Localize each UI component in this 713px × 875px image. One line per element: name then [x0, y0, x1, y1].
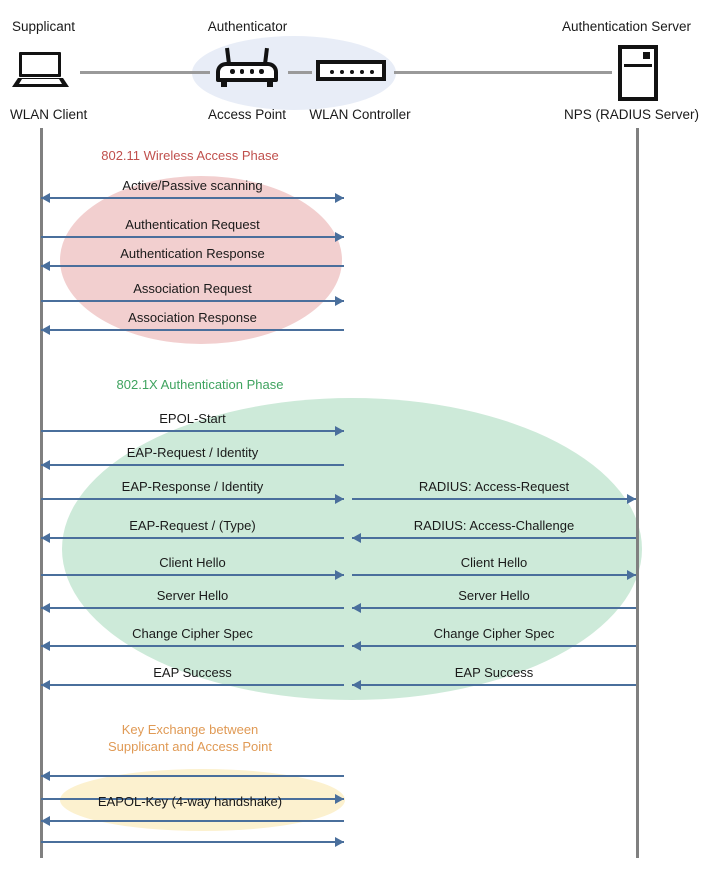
msg-dot1x-right-2: RADIUS: Access-Request [418, 479, 570, 494]
arrow-dot1x-left-2 [41, 498, 344, 500]
arrow-dot1x-right-6-head [352, 641, 361, 651]
msg-dot1x-left-6: Change Cipher Spec [132, 626, 253, 641]
arrow-key-2-head [41, 816, 50, 826]
lifeline-supplicant [40, 128, 43, 858]
arrow-key-3 [41, 841, 344, 843]
wlan-controller-icon [316, 60, 386, 81]
arrow-dot1x-left-4 [41, 574, 344, 576]
msg-dot1x-left-1: EAP-Request / Identity [126, 445, 259, 460]
arrow-80211-4 [41, 329, 344, 331]
arrow-key-2 [41, 820, 344, 822]
wire-controller-nps [394, 71, 612, 74]
arrow-dot1x-left-0-head [335, 426, 344, 436]
phase-label-key-exchange-line2: Supplicant and Access Point [107, 738, 273, 754]
server-icon [618, 45, 658, 101]
arrow-dot1x-left-7 [41, 684, 344, 686]
arrow-dot1x-left-4-head [335, 570, 344, 580]
arrow-dot1x-left-6 [41, 645, 344, 647]
arrow-dot1x-left-5 [41, 607, 344, 609]
msg-80211-0: Active/Passive scanning [122, 178, 263, 193]
actor-wlan-controller-device: WLAN Controller [309, 107, 411, 122]
phase-ellipse-wireless-access [60, 176, 342, 344]
arrow-key-1-head [335, 794, 344, 804]
msg-80211-2: Authentication Response [120, 246, 265, 261]
arrow-80211-4-head [41, 325, 50, 335]
wire-ap-controller [288, 71, 312, 74]
arrow-dot1x-left-1-head [41, 460, 50, 470]
msg-80211-3: Association Request [133, 281, 252, 296]
arrow-80211-0-head [41, 193, 50, 203]
arrow-80211-3 [41, 300, 344, 302]
arrow-dot1x-right-2 [352, 498, 636, 500]
arrow-dot1x-left-3 [41, 537, 344, 539]
arrow-dot1x-right-5-head [352, 603, 361, 613]
msg-dot1x-left-3: EAP-Request / (Type) [129, 518, 256, 533]
phase-label-wireless-access: 802.11 Wireless Access Phase [101, 148, 279, 163]
msg-dot1x-left-0: EPOL-Start [159, 411, 226, 426]
arrow-80211-1 [41, 236, 344, 238]
arrow-key-1 [41, 798, 344, 800]
actor-supplicant-device: WLAN Client [10, 107, 88, 122]
arrow-dot1x-right-6 [352, 645, 636, 647]
arrow-dot1x-left-0 [41, 430, 344, 432]
arrow-80211-2 [41, 265, 344, 267]
arrow-dot1x-right-5 [352, 607, 636, 609]
arrow-80211-3-head [335, 296, 344, 306]
arrow-80211-0 [41, 197, 344, 199]
wireless-access-point-icon [216, 47, 278, 88]
arrow-dot1x-right-4 [352, 574, 636, 576]
arrow-80211-2-head [41, 261, 50, 271]
actor-supplicant-role: Supplicant [12, 19, 76, 34]
msg-80211-1: Authentication Request [125, 217, 260, 232]
arrow-80211-1-head [335, 232, 344, 242]
arrow-dot1x-right-3 [352, 537, 636, 539]
arrow-dot1x-left-5-head [41, 603, 50, 613]
actor-access-point-device: Access Point [207, 107, 287, 122]
msg-dot1x-right-4: Client Hello [460, 555, 528, 570]
arrow-dot1x-left-3-head [41, 533, 50, 543]
msg-dot1x-right-6: Change Cipher Spec [433, 626, 555, 641]
actor-auth-server-device: NPS (RADIUS Server) [563, 107, 700, 122]
msg-dot1x-right-7: EAP Success [454, 665, 534, 680]
actor-auth-server-role: Authentication Server [561, 19, 692, 34]
phase-label-key-exchange-line1: Key Exchange between [121, 722, 259, 737]
phase-label-dot1x: 802.1X Authentication Phase [116, 377, 284, 392]
arrow-dot1x-left-6-head [41, 641, 50, 651]
msg-dot1x-right-5: Server Hello [458, 588, 530, 603]
laptop-icon [12, 52, 69, 87]
arrow-key-0-head [41, 771, 50, 781]
arrow-dot1x-right-7-head [352, 680, 361, 690]
arrow-dot1x-left-1 [41, 464, 344, 466]
msg-dot1x-left-2: EAP-Response / Identity [121, 479, 264, 494]
msg-dot1x-left-5: Server Hello [156, 588, 229, 603]
arrow-dot1x-left-2-head [335, 494, 344, 504]
arrow-key-0 [41, 775, 344, 777]
arrow-dot1x-right-3-head [352, 533, 361, 543]
phase-label-key-exchange: Key Exchange between Supplicant and Acce… [0, 722, 380, 756]
arrow-key-3-head [335, 837, 344, 847]
msg-dot1x-left-7: EAP Success [153, 665, 232, 680]
arrow-80211-0-head [335, 193, 344, 203]
wire-client-ap [80, 71, 210, 74]
arrow-dot1x-right-7 [352, 684, 636, 686]
arrow-dot1x-right-4-head [627, 570, 636, 580]
arrow-dot1x-left-7-head [41, 680, 50, 690]
msg-dot1x-left-4: Client Hello [159, 555, 226, 570]
eapol-key-group-label: EAPOL-Key (4-way handshake) [97, 794, 283, 809]
actor-access-point-role: Authenticator [207, 19, 288, 34]
actor-supplicant: Supplicant [0, 0, 98, 34]
lifeline-auth-server [636, 128, 639, 858]
msg-dot1x-right-3: RADIUS: Access-Challenge [413, 518, 575, 533]
msg-80211-4: Association Response [128, 310, 257, 325]
arrow-dot1x-right-2-head [627, 494, 636, 504]
